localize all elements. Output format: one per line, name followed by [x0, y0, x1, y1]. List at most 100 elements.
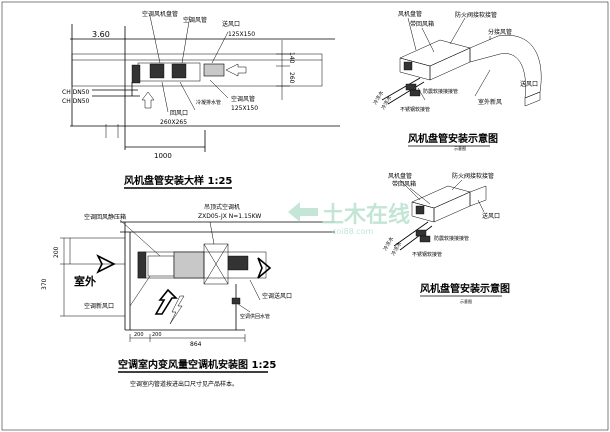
return-arrow [141, 91, 155, 109]
b-leader-3 [449, 17, 466, 45]
c-leader-1 [399, 179, 421, 201]
label-size-top: 125X150 [228, 31, 255, 38]
d-fan-section [227, 255, 249, 271]
d-damper [137, 251, 147, 279]
d-dim-1: 200 [53, 246, 60, 258]
dim-right-1: 140 [288, 52, 295, 64]
dim-right-2: 260 [288, 72, 295, 84]
label-drain: 冷凝排水管 [196, 99, 221, 106]
b-leader-2 [421, 27, 435, 53]
d-dim-3: 200 [134, 332, 144, 338]
d-filter-section [173, 251, 205, 279]
d-label-supply: 空调送风口 [262, 292, 292, 300]
d-leader-3 [129, 275, 151, 307]
detail-c-sub: 示意图 [460, 298, 472, 304]
fan-coil-unit [137, 62, 201, 82]
d-leader-5 [237, 303, 251, 313]
d-dim-4: 200 [152, 332, 162, 338]
watermark: 土木在线 coi88.com [288, 202, 410, 236]
label-supply-duct: 空调风机盘管 [142, 10, 178, 18]
duct-end [524, 91, 541, 107]
c-leader-3 [451, 179, 463, 191]
supply-plenum [203, 63, 225, 77]
b-leader-6 [417, 87, 426, 101]
d-ahu-cross-2 [203, 243, 229, 285]
pipe-b1 [381, 77, 421, 101]
unit-outlet [403, 61, 413, 71]
watermark-text: 土木在线 [322, 202, 410, 228]
label-return-air: 回风口 [170, 110, 188, 117]
c-label-flexible: 防火阀接软接管 [452, 172, 494, 180]
d-drain-trap [231, 297, 241, 305]
c-unit-side [433, 191, 471, 223]
b-label-flex-joint: 防震软接接接管 [423, 88, 458, 95]
detail-a-title: 风机盘管安装大样 1:25 [124, 174, 232, 187]
b-label-flexible: 防火阀接软接管 [455, 11, 497, 19]
detail-b-title: 风机盘管安装示意图 [408, 132, 498, 145]
detail-d-note: 空调室内管道按进出口尺寸见产品样本。 [130, 380, 238, 388]
c-valve-2 [419, 235, 431, 243]
c-pipe-2 [399, 225, 433, 251]
d-fresh-arrow [96, 254, 116, 274]
detail-b-isometric: 防火阀接软接管 风机盘管 带回风箱 分接风管 室外新风 送风口 防震软接接接管 … [372, 10, 542, 151]
c-duct [469, 185, 487, 207]
d-supply-arrow [257, 257, 272, 279]
c-unit-outlet [415, 205, 425, 215]
valve-b1 [405, 83, 417, 91]
dim-bottom: 1000 [154, 152, 172, 160]
fan-motor-2 [171, 63, 187, 79]
leader-2 [181, 15, 191, 64]
detail-b-sub: 示意图 [454, 145, 466, 151]
b-leader-1 [407, 17, 417, 51]
label-ch1: CH DN50 [62, 89, 90, 96]
label-air-pipe: 空调风管 [183, 16, 207, 24]
d-label-unit-model: 吊顶式空调机 [204, 203, 240, 211]
c-label-return-tube: 带回风箱 [392, 180, 416, 188]
supply-arrow [225, 63, 247, 77]
label-return-size: 260X265 [160, 119, 187, 126]
label-cold-water: 空调风管 [231, 95, 255, 103]
d-leader-4 [249, 279, 261, 301]
beam-band [71, 53, 323, 87]
detail-c-title: 风机盘管安装示意图 [420, 282, 510, 295]
label-inlet: 送风口 [222, 20, 240, 28]
label-ch2: CH DN50 [62, 98, 90, 105]
b-label-branch: 分接风管 [488, 28, 512, 36]
detail-a-plan: 3.60 空调风机盘管 空调风管 送风口 125X150 空调风管 125X15… [62, 10, 340, 189]
dim-top-left: 3.60 [92, 30, 110, 39]
c-label-fan-coil: 风机盘管 [388, 172, 412, 180]
d-label-unit-spec: ZXD05-JX N=1.15KW [198, 213, 261, 220]
c-pipe-1 [393, 221, 429, 247]
leader-6 [161, 81, 169, 113]
watermark-sub: coi88.com [332, 227, 374, 236]
b-label-outlet: 送风口 [520, 80, 538, 88]
detail-d-section: 空调回风静压箱 吊顶式空调机 ZXD05-JX N=1.15KW 室外 空调新风… [41, 203, 335, 388]
fan-motor-1 [149, 63, 165, 79]
label-size-right: 125X150 [231, 105, 258, 112]
b-label-return: 室外新风 [478, 98, 502, 106]
b-label-supply-tube: 带回风箱 [410, 20, 434, 28]
d-label-return-grille: 空调回风静压箱 [84, 213, 126, 221]
c-leader-2 [409, 187, 431, 205]
unit-side [429, 47, 471, 81]
d-leader-2 [209, 221, 215, 245]
d-label-drain: 空调供回水管 [240, 313, 270, 320]
d-label-fresh-air: 空调新风口 [84, 302, 114, 310]
d-fresh-box [147, 255, 175, 277]
b-label-drain: 不锈钢软接管 [400, 106, 430, 113]
leader-3 [211, 31, 229, 64]
valve-b2 [409, 89, 421, 97]
b-label-fan-coil: 风机盘管 [398, 10, 422, 18]
leader-4 [209, 79, 229, 99]
pipe-b2 [387, 81, 425, 105]
detail-d-title: 空调室内变风量空调机安装图 1:25 [118, 358, 276, 371]
duct-elbow [469, 34, 542, 99]
b-leader-5 [474, 69, 491, 97]
d-dim-5: 864 [190, 341, 202, 348]
d-label-outdoor: 室外 [74, 274, 96, 288]
d-leader-1 [119, 219, 161, 257]
leader-1 [149, 15, 161, 64]
